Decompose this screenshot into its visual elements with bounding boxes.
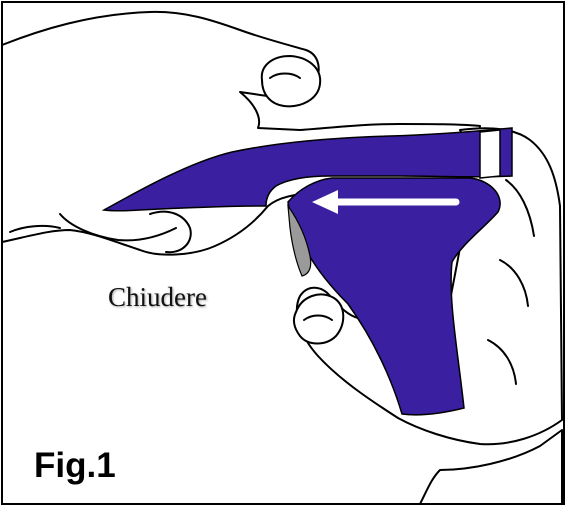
instruction-caption: Chiudere <box>108 282 207 313</box>
figure-label: Fig.1 <box>34 446 116 486</box>
hands-illustration <box>2 12 562 504</box>
